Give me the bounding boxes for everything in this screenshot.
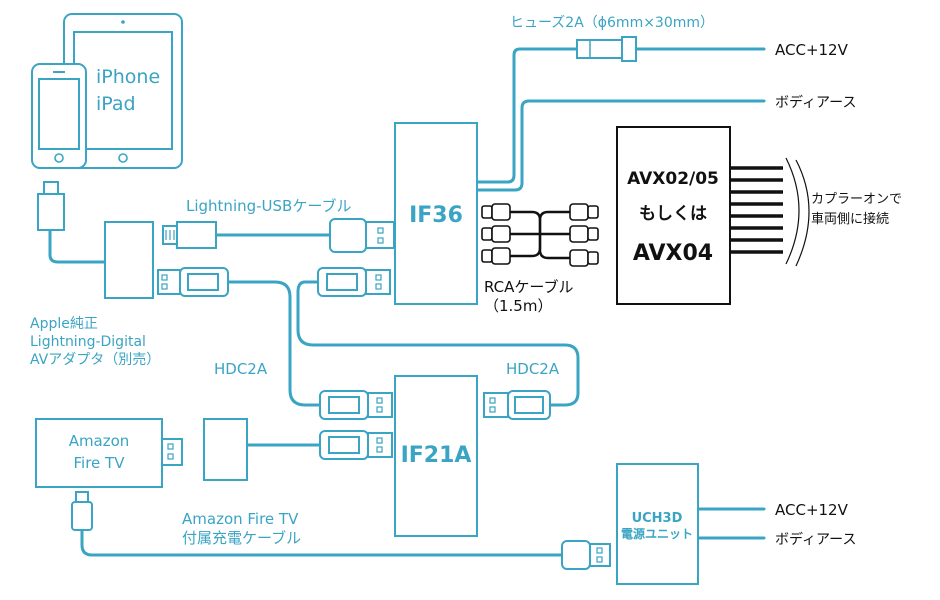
iphone-icon	[31, 63, 87, 169]
acc-top-cable	[476, 47, 579, 184]
hdmi-plug-if21a-top-icon	[319, 390, 393, 420]
avx-label-1: AVX02/05	[627, 169, 719, 189]
uch-label-2: 電源ユニット	[621, 526, 693, 541]
hdc2a-cable-left	[226, 280, 322, 407]
hdmi-plug-adapter-icon	[157, 267, 229, 297]
hdc2a-cable-right	[296, 280, 580, 407]
rca-cable	[510, 210, 570, 260]
amazon-label-1: Amazon	[69, 432, 130, 450]
adapter-label-3: AVアダプタ（別売）	[30, 352, 160, 368]
harness-break-mark-2	[795, 159, 810, 267]
lightning-usb-label: Lightning-USBケーブル	[186, 197, 351, 215]
hdmi-plug-if36-icon	[317, 267, 391, 297]
lightning-connector-icon	[37, 181, 65, 231]
fire-cable-label-1: Amazon Fire TV	[182, 510, 299, 528]
iphone-label: iPhone	[96, 66, 160, 88]
rca-plug-right-icon	[569, 203, 599, 267]
uch-label-1: UCH3D	[632, 511, 683, 526]
avx-harness-wires	[730, 166, 783, 254]
fuse-label: ヒューズ2A（ϕ6mm×30mm）	[510, 15, 714, 31]
if21a-label: IF21A	[401, 443, 472, 468]
acc-bottom-label: ACC+12V	[775, 501, 849, 519]
rca-label-1: RCAケーブル	[484, 278, 574, 296]
avx-label-3: AVX04	[633, 241, 713, 266]
usb-plug-icon	[329, 218, 395, 253]
av-adapter-box	[104, 221, 154, 299]
hdc2a-label-left: HDC2A	[214, 360, 268, 378]
ground-top-label: ボディアース	[775, 94, 856, 111]
adapter-label-2: Lightning-Digital	[30, 334, 146, 350]
usb-plug-uch-icon	[561, 540, 611, 570]
acc-top-label: ACC+12V	[775, 41, 849, 59]
coupler-label-1: カプラーオンで	[811, 192, 902, 207]
ground-top-cable	[476, 99, 766, 192]
adapter-label-1: Apple純正	[30, 316, 98, 332]
lightning-plug-cable	[48, 228, 107, 264]
avx-box	[616, 126, 731, 305]
ground-bottom-label: ボディアース	[775, 531, 856, 548]
if21a-box	[394, 375, 478, 537]
micro-usb-plug-icon	[71, 491, 93, 531]
amazon-fire-tv-box	[35, 418, 163, 488]
amazon-label-2: Fire TV	[74, 454, 126, 472]
coupler-label-2: 車両側に接続	[811, 211, 889, 227]
rca-label-2: （1.5m）	[484, 297, 552, 315]
lightning-plug-small-icon	[162, 221, 217, 249]
fuse-icon	[576, 36, 637, 62]
avx-label-2: もしくは	[639, 204, 707, 224]
harness-break-mark	[785, 157, 800, 265]
hdc2a-label-right: HDC2A	[506, 360, 560, 378]
if36-label: IF36	[409, 203, 463, 228]
ipad-label: iPad	[96, 93, 136, 115]
fire-cable-label-2: 付属充電ケーブル	[182, 529, 301, 547]
fire-tv-charge-cable	[80, 528, 564, 557]
fire-tv-hdmi-port-icon	[161, 438, 183, 466]
if36-box	[394, 122, 478, 305]
hdmi-extender-box	[203, 418, 248, 481]
hdmi-plug-if21a-bottom-icon	[319, 430, 393, 460]
uch3d-box	[616, 463, 699, 585]
rca-plug-left-icon	[481, 203, 511, 265]
hdmi-plug-if21a-right-icon	[483, 390, 551, 420]
